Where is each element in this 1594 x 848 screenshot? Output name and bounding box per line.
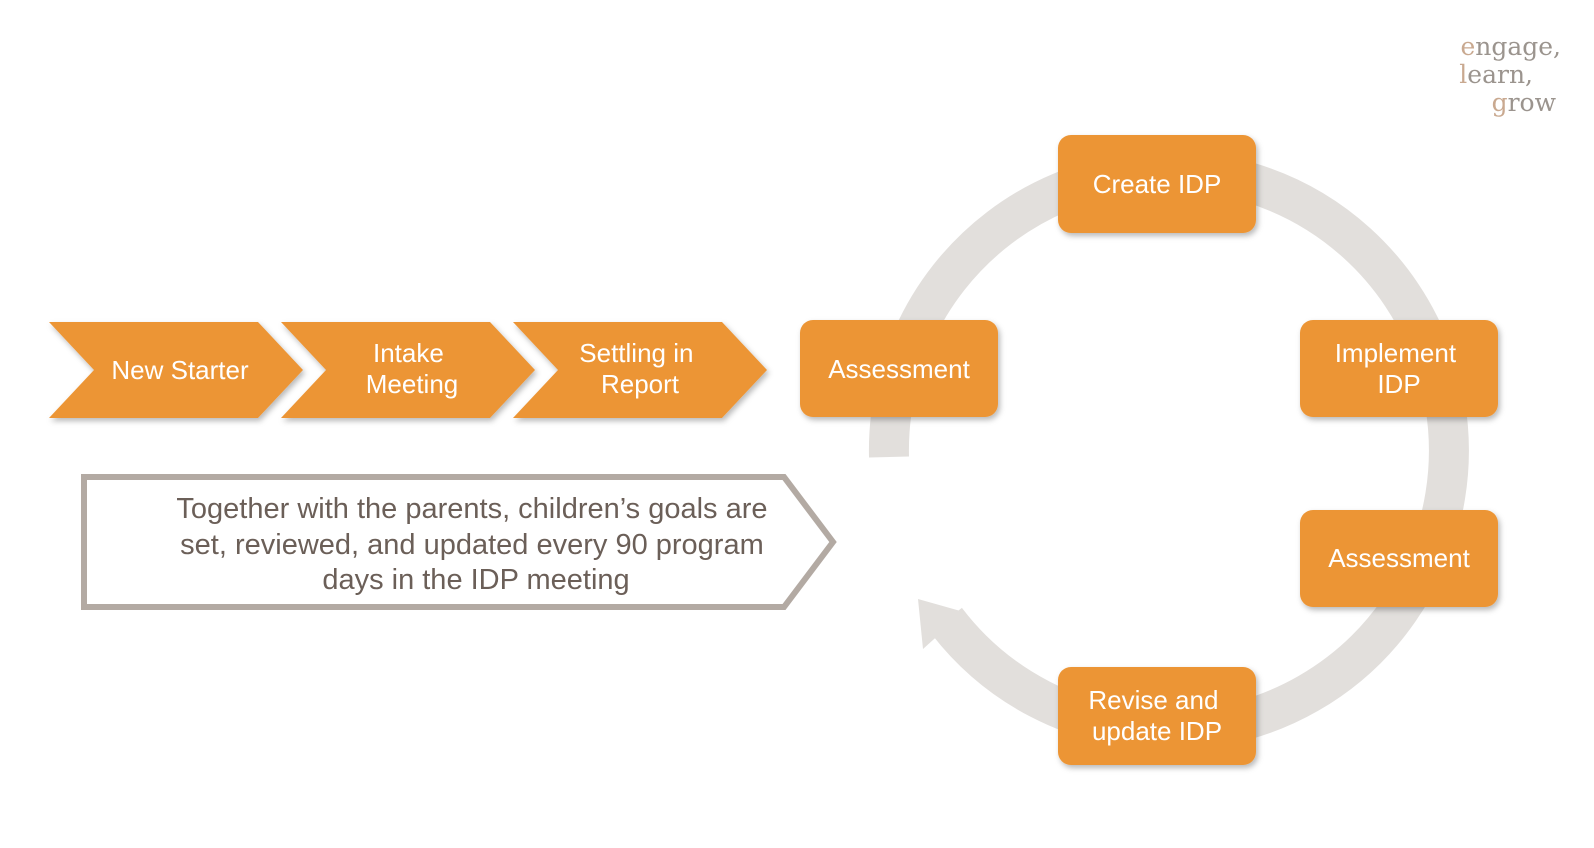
brand-logo: engage, learn, grow <box>1459 32 1561 117</box>
logo-rest-2: earn, <box>1467 60 1533 89</box>
chevron-shape <box>513 322 767 418</box>
node-entry-assessment: Assessment <box>800 320 998 417</box>
chevron-label-line: Settling in <box>579 338 693 368</box>
chevron-label-line: Meeting <box>366 369 459 399</box>
logo-line-1: engage, <box>1460 32 1561 61</box>
logo-line-2: learn, <box>1459 60 1533 89</box>
chevron-label: Settling in Report <box>579 338 700 399</box>
chevron-settling-in-report: Settling in Report <box>513 322 767 418</box>
chevron-label-line: Report <box>601 369 680 399</box>
cycle-ring <box>868 150 1469 751</box>
node-label: Implement IDP <box>1335 338 1464 399</box>
node-label-line: Revise and <box>1088 685 1218 715</box>
node-create-idp: Create IDP <box>1058 135 1256 233</box>
chevron-shape <box>281 322 535 418</box>
node-label: Create IDP <box>1093 169 1222 199</box>
logo-accent-e: e <box>1460 32 1475 61</box>
logo-rest-3: row <box>1508 88 1557 117</box>
chevron-label: Intake Meeting <box>366 338 459 399</box>
note-text-line: set, reviewed, and updated every 90 prog… <box>180 529 764 561</box>
node-label: Assessment <box>1328 543 1470 573</box>
node-assessment: Assessment <box>1300 510 1498 607</box>
chevron-new-starter: New Starter <box>49 322 303 418</box>
node-label: Revise and update IDP <box>1088 685 1225 746</box>
logo-accent-l: l <box>1459 60 1467 89</box>
note-callout: Together with the parents, children’s go… <box>81 474 837 610</box>
node-box <box>1058 135 1256 233</box>
chevron-shape <box>49 322 303 418</box>
chevron-label-line: New Starter <box>111 355 249 385</box>
chevron-label: New Starter <box>111 355 249 385</box>
cycle-arrow <box>868 150 1469 751</box>
node-box <box>1058 667 1256 765</box>
node-box <box>800 320 998 417</box>
node-box <box>1300 510 1498 607</box>
node-label-line: Implement <box>1335 338 1457 368</box>
chevron-label-line: Intake <box>373 338 444 368</box>
cycle-arrowhead-icon <box>918 599 964 649</box>
node-revise-update-idp: Revise and update IDP <box>1058 667 1256 765</box>
node-box <box>1300 320 1498 417</box>
node-implement-idp: Implement IDP <box>1300 320 1498 417</box>
note-text: Together with the parents, children’s go… <box>176 493 775 596</box>
logo-rest-1: ngage, <box>1475 32 1561 61</box>
note-border <box>81 474 837 610</box>
node-label-line: IDP <box>1377 369 1420 399</box>
node-label: Assessment <box>828 354 970 384</box>
note-text-line: Together with the parents, children’s go… <box>176 493 767 525</box>
chevron-intake-meeting: Intake Meeting <box>281 322 535 418</box>
logo-accent-g: g <box>1492 88 1508 117</box>
node-label-line: update IDP <box>1092 716 1222 746</box>
note-text-line: days in the IDP meeting <box>322 564 629 596</box>
logo-line-3: grow <box>1492 88 1557 117</box>
